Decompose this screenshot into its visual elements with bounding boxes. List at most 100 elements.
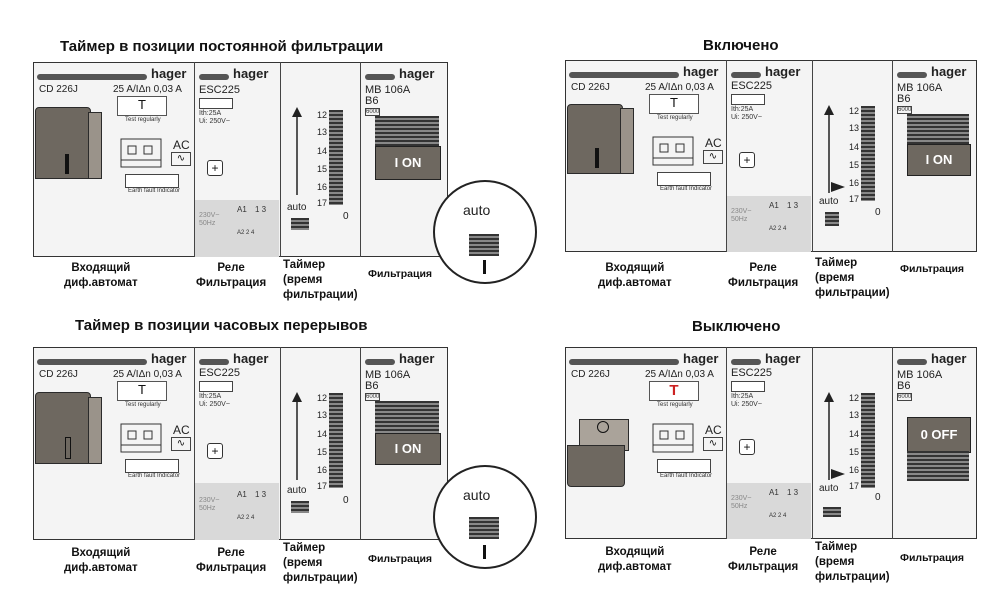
- relay-a2: A2 2 4: [237, 230, 255, 236]
- relay-13: 1 3: [255, 205, 267, 214]
- rcd-rating: 25 A/IΔn 0,03 A: [645, 82, 714, 93]
- rcd-lever[interactable]: [35, 107, 91, 179]
- scale-17: 17: [317, 198, 328, 208]
- timer-dial[interactable]: [329, 393, 343, 488]
- relay-voltage: 230V~: [731, 208, 752, 215]
- rcd-lever-side: [88, 112, 102, 179]
- breaker-toggle[interactable]: 0 OFF: [907, 417, 971, 453]
- scale-17: 17: [849, 481, 860, 491]
- breaker-handle-top: [375, 401, 439, 433]
- breaker-model: MB 106A: [365, 369, 411, 381]
- relay-window: [199, 98, 233, 109]
- relay-lower-shade: [195, 483, 279, 540]
- breaker-module: hager MB 106A B6 6000 I ON: [893, 60, 977, 252]
- scale-12: 12: [849, 106, 860, 116]
- rcd-lever[interactable]: [567, 445, 625, 487]
- relay-voltage: 230V~: [731, 495, 752, 502]
- brand-bar: [731, 72, 761, 78]
- test-button-tripped[interactable]: T: [649, 381, 699, 401]
- rcd-model: CD 226J: [571, 369, 610, 380]
- rcd-module: hager CD 226J 25 A/IΔn 0,03 A T Test reg…: [565, 60, 727, 252]
- rcd-module: hager CD 226J 25 A/IΔn 0,03 A T Test reg…: [565, 347, 727, 539]
- brand-bar: [569, 72, 679, 78]
- breaker-code: 6000: [897, 393, 913, 401]
- timer-dial[interactable]: [861, 393, 875, 488]
- rcd-rating: 25 A/IΔn 0,03 A: [645, 369, 714, 380]
- caption-breaker: Фильтрация: [900, 263, 965, 275]
- timer-pointer-icon: [831, 182, 845, 192]
- caption-breaker: Фильтрация: [900, 552, 965, 564]
- breaker-module: hager MB 106A B6 6000 0 OFF: [893, 347, 977, 539]
- earth-fault-label: Earth fault Indicator: [128, 188, 181, 194]
- timer-arrow-icon: [824, 392, 834, 480]
- scale-16: 16: [317, 182, 328, 192]
- relay-plus-button[interactable]: +: [739, 152, 755, 168]
- relay-plus-button[interactable]: +: [207, 160, 223, 176]
- breaker-toggle[interactable]: I ON: [375, 433, 441, 465]
- zoom-one-mark: [483, 545, 486, 559]
- test-button[interactable]: T: [649, 94, 699, 114]
- timer-auto-switch[interactable]: [825, 212, 839, 226]
- breaker-toggle[interactable]: I ON: [375, 146, 441, 180]
- timer-module: 12 13 14 15 16 17 auto 0: [281, 347, 361, 540]
- timer-auto-switch[interactable]: [291, 501, 309, 513]
- relay-freq: 50Hz: [731, 216, 748, 223]
- earth-fault-label: Earth fault Indicator: [128, 473, 181, 479]
- relay-window: [731, 94, 765, 105]
- scale-14: 14: [849, 429, 860, 439]
- timer-auto-switch[interactable]: [291, 218, 309, 230]
- relay-ith: Ith:25A: [731, 106, 754, 113]
- breaker-module: hager MB 106A B6 6000 I ON: [361, 62, 448, 257]
- scale-14: 14: [317, 146, 328, 156]
- timer-dial[interactable]: [329, 110, 343, 205]
- test-button[interactable]: T: [117, 381, 167, 401]
- relay-plus-button[interactable]: +: [207, 443, 223, 459]
- scale-15: 15: [317, 447, 328, 457]
- timer-auto-switch[interactable]: [823, 507, 841, 517]
- scale-15: 15: [849, 160, 860, 170]
- breaker-toggle[interactable]: I ON: [907, 144, 971, 176]
- relay-model: ESC225: [731, 80, 772, 92]
- zoom-auto-label: auto: [463, 202, 491, 218]
- relay-module: hager ESC225 Ith:25A Ui: 250V~ + 230V~ 5…: [195, 62, 281, 257]
- relay-freq: 50Hz: [199, 220, 216, 227]
- relay-freq: 50Hz: [199, 505, 216, 512]
- breaker-code: 6000: [365, 393, 381, 401]
- timer-dial[interactable]: [861, 106, 875, 201]
- relay-window: [731, 381, 765, 392]
- rcd-lever[interactable]: [35, 392, 91, 464]
- relay-module: hager ESC225 Ith:25A Ui: 250V~ + 230V~ 5…: [727, 347, 813, 539]
- brand-bar: [731, 359, 761, 365]
- brand-bar: [37, 359, 147, 365]
- brand-logo: hager: [765, 351, 801, 366]
- relay-plus-button[interactable]: +: [739, 439, 755, 455]
- scale-12: 12: [317, 110, 328, 120]
- indicator-bar: [125, 174, 179, 188]
- rcd-rating: 25 A/IΔn 0,03 A: [113, 84, 182, 95]
- brand-logo: hager: [683, 64, 719, 79]
- timer-auto-label: auto: [287, 202, 307, 213]
- timer-zero: 0: [875, 207, 881, 218]
- scale-14: 14: [317, 429, 328, 439]
- relay-13: 1 3: [255, 490, 267, 499]
- breaker-curve: B6: [897, 380, 911, 392]
- rcd-rating: 25 A/IΔn 0,03 A: [113, 369, 182, 380]
- timer-auto-label: auto: [819, 483, 839, 494]
- caption-breaker: Фильтрация: [368, 553, 433, 565]
- relay-lower-shade: [727, 483, 811, 539]
- indicator-bar: [125, 459, 179, 473]
- brand-bar: [199, 359, 229, 365]
- sine-icon: ∿: [171, 152, 191, 166]
- breaker-model: MB 106A: [897, 369, 943, 381]
- relay-13: 1 3: [787, 488, 799, 497]
- relay-voltage: 230V~: [199, 497, 220, 504]
- sine-icon: ∿: [703, 150, 723, 164]
- panel-constant-filtration: hager CD 226J 25 A/IΔn 0,03 A T Test reg…: [33, 62, 537, 284]
- timer-zero: 0: [343, 495, 349, 506]
- test-button[interactable]: T: [117, 96, 167, 116]
- title-on: Включено: [703, 37, 779, 54]
